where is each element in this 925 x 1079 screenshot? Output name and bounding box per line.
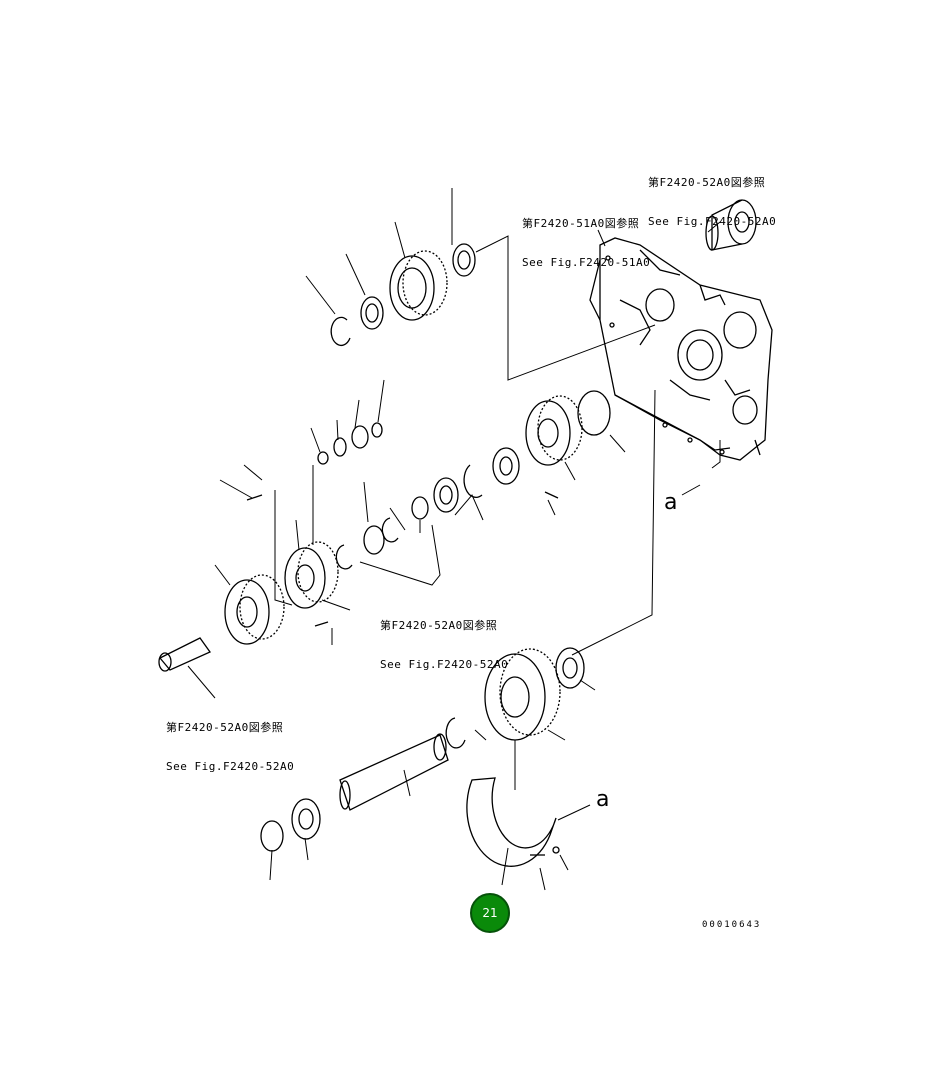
connector-label-upper: a xyxy=(664,490,678,515)
reference-note-jp: 第F2420-52A0図参照 xyxy=(648,176,766,189)
upper-gear-group xyxy=(330,243,476,347)
reference-note-left: 第F2420-52A0図参照 See Fig.F2420-52A0 xyxy=(166,695,294,786)
reference-note-top-right: 第F2420-52A0図参照 See Fig.F2420-52A0 xyxy=(648,150,776,241)
leader-lines xyxy=(187,188,721,891)
reference-note-en: See Fig.F2420-51A0 xyxy=(522,256,651,269)
shaft-cover xyxy=(705,199,757,251)
reference-note-jp: 第F2420-52A0図参照 xyxy=(380,619,498,632)
reference-note-mid: 第F2420-52A0図参照 See Fig.F2420-52A0 xyxy=(380,593,508,684)
reference-note-jp: 第F2420-52A0図参照 xyxy=(166,721,284,734)
carrier-left-gear xyxy=(158,541,339,672)
connector-label-lower: a xyxy=(596,787,610,812)
reference-note-en: See Fig.F2420-52A0 xyxy=(648,215,777,228)
middle-gear-group xyxy=(246,390,611,570)
reference-note-top-mid: 第F2420-51A0図参照 See Fig.F2420-51A0 xyxy=(522,191,650,282)
transmission-housing xyxy=(589,237,773,461)
drawing-code: 00010643 xyxy=(702,920,762,930)
lower-gear-group xyxy=(260,647,585,867)
reference-note-jp: 第F2420-51A0図参照 xyxy=(522,217,640,230)
page-number-badge[interactable]: 21 xyxy=(470,893,510,933)
reference-note-en: See Fig.F2420-52A0 xyxy=(166,760,295,773)
reference-note-en: See Fig.F2420-52A0 xyxy=(380,658,509,671)
